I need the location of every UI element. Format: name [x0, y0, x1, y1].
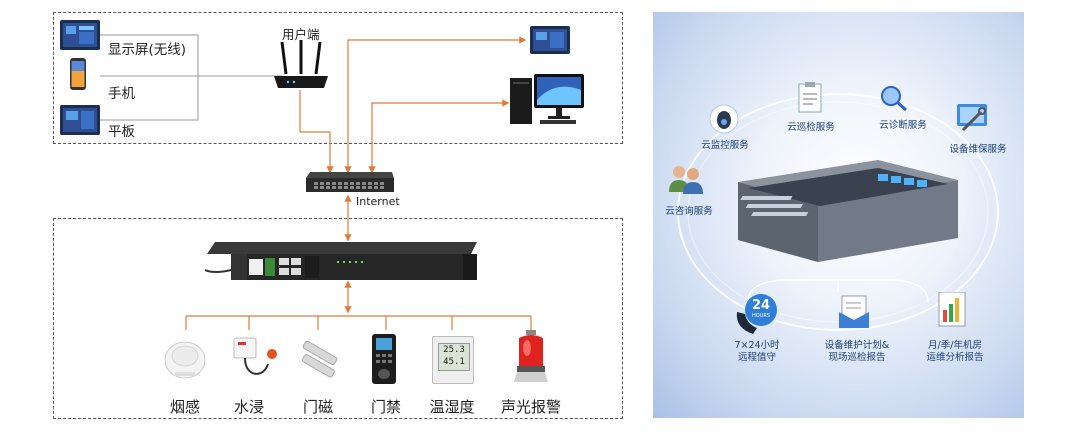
- phone-label: 手机: [108, 86, 135, 102]
- network-diagram: 显示屏(无线) 手机 平板 用户端: [53, 12, 623, 419]
- service-monitor-label: 云监控服务: [701, 140, 749, 151]
- desktop-computer-icon: [510, 74, 584, 124]
- sensor-label-water: 水浸: [233, 398, 264, 416]
- network-switch-icon: [306, 172, 394, 192]
- report-line2: 现场巡检报告: [828, 352, 886, 363]
- sensor-label-smoke: 烟感: [169, 398, 200, 416]
- service-diagnose-label: 云诊断服务: [879, 120, 927, 131]
- display-screen-icon: [60, 20, 100, 50]
- phone-icon: [70, 58, 86, 90]
- tablet-icon: [60, 105, 100, 135]
- service-ring: [677, 93, 999, 331]
- service-consult-label: 云咨询服务: [665, 206, 713, 217]
- device-zone-box: [53, 218, 623, 419]
- cloud-diagnose-icon: [881, 86, 907, 112]
- 24-hours-badge-icon: 24 HOURS: [735, 292, 779, 336]
- sensor-label-alarm: 声光报警: [500, 398, 561, 416]
- smoke-detector-icon: [164, 341, 206, 379]
- duty-line1: 7×24小时: [734, 340, 780, 351]
- sensor-label-door-magnet: 门磁: [302, 398, 333, 416]
- duty-line2: 远程值守: [737, 352, 776, 363]
- report-icon: [839, 295, 869, 328]
- temperature-humidity-icon: 25.3 45.1: [432, 336, 474, 384]
- sensor-label-temp-humidity: 温湿度: [429, 398, 475, 416]
- badge-number: 24: [751, 298, 771, 313]
- display-screen-label: 显示屏(无线): [108, 42, 187, 58]
- maintenance-icon: [957, 104, 987, 132]
- internet-label: Internet: [356, 195, 400, 208]
- report-line1: 设备维护计划&: [824, 340, 890, 351]
- cloud-monitor-icon: [709, 104, 739, 134]
- sensor-label-access-control: 门禁: [370, 398, 401, 416]
- cloud-service-panel: 云监控服务 云巡检服务 云诊断服务 设备维保服务 云咨询服务 24 HOURS …: [653, 12, 1024, 418]
- data-center-room-icon: [738, 160, 958, 262]
- analysis-line2: 运维分析报告: [926, 352, 984, 363]
- service-patrol-label: 云巡检服务: [787, 122, 835, 133]
- water-leak-sensor-icon: [233, 337, 277, 375]
- cloud-patrol-icon: [798, 82, 822, 113]
- connection-lines: [100, 34, 532, 330]
- badge-sub: HOURS: [751, 313, 770, 319]
- analysis-chart-icon: [938, 292, 966, 327]
- monitoring-host-icon: [205, 242, 477, 280]
- router-icon: [274, 40, 328, 88]
- temp-reading: 25.3: [443, 345, 465, 355]
- tablet-label: 平板: [108, 124, 135, 140]
- door-magnet-icon: [301, 340, 338, 378]
- sound-light-alarm-icon: [514, 330, 548, 382]
- client-label: 用户端: [282, 27, 320, 42]
- client-zone-box: [53, 12, 623, 144]
- humidity-reading: 45.1: [443, 357, 465, 367]
- service-maintenance-label: 设备维保服务: [949, 144, 1007, 155]
- access-control-icon: [372, 334, 396, 384]
- tablet-monitor-icon: [530, 26, 570, 54]
- analysis-line1: 月/季/年机房: [928, 340, 982, 351]
- cloud-consult-icon: [669, 166, 703, 194]
